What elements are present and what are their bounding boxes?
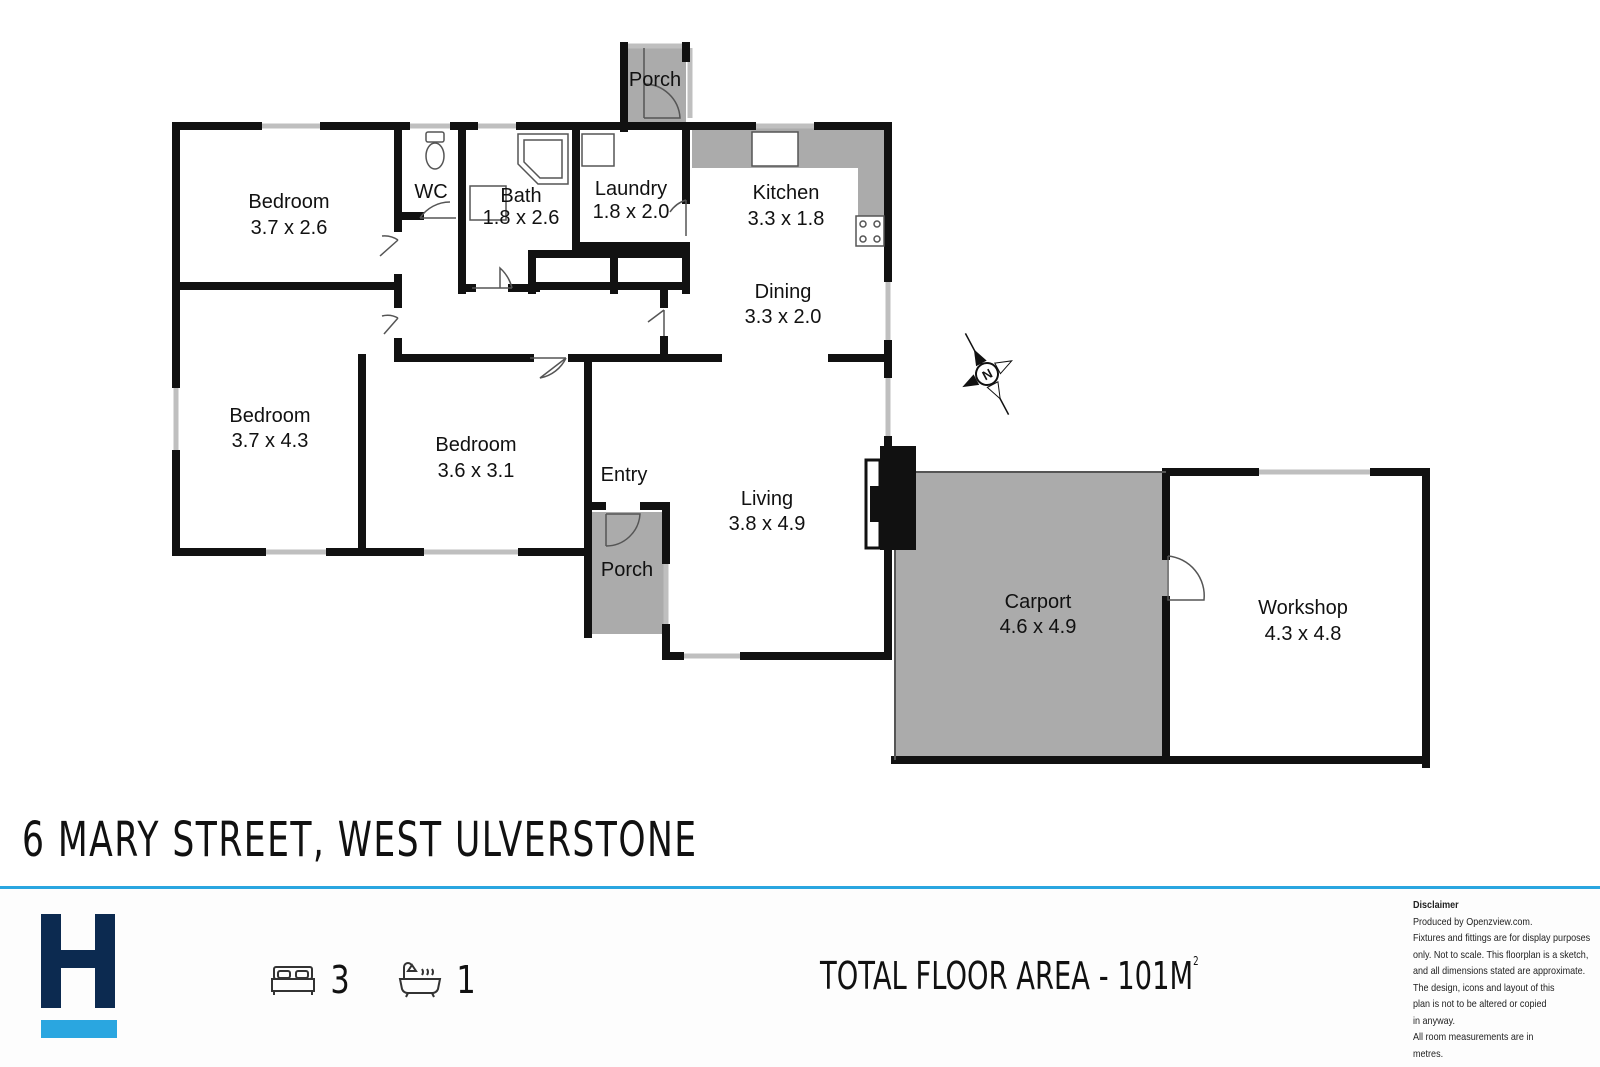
svg-text:Bedroom: Bedroom xyxy=(248,191,329,213)
room-porch-front: Porch xyxy=(601,559,653,581)
svg-text:Entry: Entry xyxy=(601,464,648,486)
room-porch-rear: Porch xyxy=(629,69,681,91)
disclaimer-line: Fixtures and fittings are for display pu… xyxy=(1413,932,1591,944)
bed-icon xyxy=(271,966,315,995)
disclaimer: Disclaimer Produced by Openzview.com. Fi… xyxy=(1413,897,1591,1062)
svg-text:3.6 x 3.1: 3.6 x 3.1 xyxy=(438,460,515,482)
svg-text:Workshop: Workshop xyxy=(1258,597,1348,619)
toilet-icon xyxy=(425,131,445,143)
svg-text:1.8 x 2.0: 1.8 x 2.0 xyxy=(593,201,670,223)
porch-front-fill xyxy=(592,512,664,634)
brand-logo xyxy=(41,914,117,1038)
toilet-bowl xyxy=(425,142,445,170)
svg-text:3.7 x 4.3: 3.7 x 4.3 xyxy=(232,430,309,452)
room-wc: WC xyxy=(414,181,447,203)
disclaimer-line: only. Not to scale. This floorplan is a … xyxy=(1413,948,1589,961)
svg-text:1.8 x 2.6: 1.8 x 2.6 xyxy=(483,207,560,229)
fixtures xyxy=(425,131,885,247)
svg-text:Bedroom: Bedroom xyxy=(435,434,516,456)
kitchen-sink-icon xyxy=(751,131,799,167)
room-dining: Dining 3.3 x 2.0 xyxy=(745,281,822,328)
stove-icon xyxy=(855,215,885,247)
chimney xyxy=(864,446,916,550)
room-workshop: Workshop 4.3 x 4.8 xyxy=(1258,597,1348,645)
svg-text:Bath: Bath xyxy=(500,185,541,207)
area-unit-superscript: 2 xyxy=(1193,954,1199,968)
laundry-sink-icon xyxy=(581,133,615,167)
svg-text:Porch: Porch xyxy=(629,69,681,91)
disclaimer-line: Produced by Openzview.com. xyxy=(1413,915,1533,928)
north-arrow-icon: N xyxy=(962,333,1013,415)
bedroom-count: 3 xyxy=(270,958,352,1002)
disclaimer-line: All room measurements are in xyxy=(1413,1031,1534,1043)
svg-text:3.8 x 4.9: 3.8 x 4.9 xyxy=(729,513,806,535)
svg-text:Laundry: Laundry xyxy=(595,178,667,200)
total-floor-area: TOTAL FLOOR AREA - 101M2 xyxy=(820,954,1199,998)
svg-text:Carport: Carport xyxy=(1005,591,1072,613)
bedroom-count-value: 3 xyxy=(330,958,350,1002)
svg-text:Dining: Dining xyxy=(755,281,812,303)
shaded-areas xyxy=(592,48,1167,760)
bathtub-icon xyxy=(398,962,442,998)
svg-text:Kitchen: Kitchen xyxy=(753,182,820,204)
svg-text:4.6 x 4.9: 4.6 x 4.9 xyxy=(1000,616,1077,638)
basin-icon xyxy=(469,185,507,221)
property-address: 6 MARY STREET, WEST ULVERSTONE xyxy=(22,812,698,868)
bathroom-count: 1 xyxy=(398,958,478,1002)
disclaimer-line: metres. xyxy=(1413,1047,1444,1060)
svg-text:4.3 x 4.8: 4.3 x 4.8 xyxy=(1265,623,1342,645)
bathroom-count-value: 1 xyxy=(456,958,476,1002)
kitchen-counter xyxy=(692,128,888,246)
total-floor-area-label: TOTAL FLOOR AREA - 101M xyxy=(820,954,1194,998)
disclaimer-title: Disclaimer xyxy=(1413,899,1459,911)
disclaimer-line: in anyway. xyxy=(1413,1014,1456,1027)
disclaimer-line: plan is not to be altered or copied xyxy=(1413,998,1547,1010)
room-bedroom-1: Bedroom 3.7 x 2.6 xyxy=(248,191,329,239)
disclaimer-line: The design, icons and layout of this xyxy=(1413,981,1555,994)
svg-text:3.3 x 2.0: 3.3 x 2.0 xyxy=(745,306,822,328)
room-kitchen: Kitchen 3.3 x 1.8 xyxy=(748,182,825,230)
carport-fill xyxy=(895,472,1167,760)
doors xyxy=(379,48,1205,601)
room-bedroom-3: Bedroom 3.6 x 3.1 xyxy=(435,434,516,482)
svg-text:WC: WC xyxy=(414,181,447,203)
footer-bar xyxy=(0,889,1600,1067)
disclaimer-line: and all dimensions stated are approximat… xyxy=(1413,965,1586,977)
shower-icon xyxy=(517,133,569,185)
svg-text:Porch: Porch xyxy=(601,559,653,581)
porch-rear-fill xyxy=(624,48,686,128)
room-carport: Carport 4.6 x 4.9 xyxy=(1000,591,1077,638)
svg-text:Bedroom: Bedroom xyxy=(229,405,310,427)
room-entry: Entry xyxy=(601,464,648,486)
room-living: Living 3.8 x 4.9 xyxy=(729,488,806,535)
svg-text:Living: Living xyxy=(741,488,793,510)
svg-text:3.7 x 2.6: 3.7 x 2.6 xyxy=(251,217,328,239)
accent-divider xyxy=(0,886,1600,889)
room-bedroom-2: Bedroom 3.7 x 4.3 xyxy=(229,405,310,452)
svg-text:3.3 x 1.8: 3.3 x 1.8 xyxy=(748,208,825,230)
